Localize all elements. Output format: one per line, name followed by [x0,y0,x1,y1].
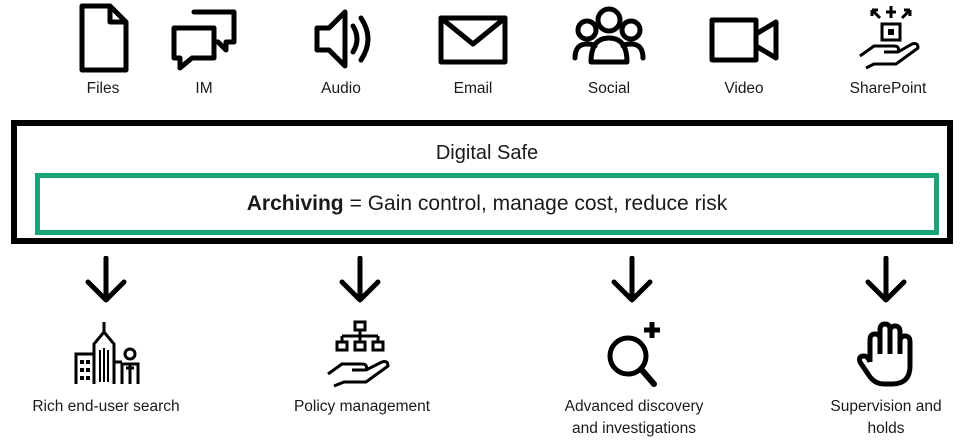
outcome-search: Rich end-user search [6,318,206,418]
outcome-supervision: Supervision and holds [786,318,974,440]
hand-sharing-icon [859,6,920,70]
raised-hand-icon [857,321,913,387]
source-label: Email [453,80,493,97]
source-label: Audio [321,80,361,97]
video-camera-icon [709,17,779,63]
source-email: Email [413,0,533,97]
outcome-policy: Policy management [262,318,462,418]
down-arrow-icon [611,256,653,303]
source-sharepoint: SharePoint [828,0,948,97]
down-arrow-icon [865,256,907,303]
people-group-icon [572,6,646,65]
outcome-label: Policy management [293,398,431,415]
outcome-label: Rich end-user search [32,398,180,415]
source-label: Social [587,80,631,97]
speaker-icon [314,9,371,69]
source-social: Social [549,0,669,97]
archiving-definition: = Gain control, manage cost, reduce risk [349,192,728,215]
source-im: IM [144,0,264,97]
envelope-icon [438,15,508,65]
chat-bubbles-icon [171,9,237,71]
digital-safe-title: Digital Safe [435,142,539,164]
outcome-label: Advanced discovery [564,398,704,415]
source-audio: Audio [281,0,401,97]
archiving-term: Archiving [246,192,344,215]
source-label: Video [724,80,764,97]
building-person-icon [74,322,140,384]
outcome-label-line2: holds [867,420,905,437]
down-arrow-icon [85,256,127,303]
down-arrow-icon [339,256,381,303]
source-label: IM [195,80,213,97]
source-video: Video [684,0,804,97]
digital-safe-box [11,120,953,244]
outcome-discovery: Advanced discovery and investigations [534,318,734,440]
hand-hierarchy-icon [327,320,390,388]
source-label: Files [86,80,120,97]
outcome-label-line2: and investigations [571,420,697,437]
source-files: Files [43,0,163,97]
outcome-label: Supervision and [830,398,942,415]
magnifier-plus-icon [607,322,660,387]
archiving-box: Archiving = Gain control, manage cost, r… [35,173,939,235]
source-label: SharePoint [849,80,927,97]
file-icon [79,3,129,73]
